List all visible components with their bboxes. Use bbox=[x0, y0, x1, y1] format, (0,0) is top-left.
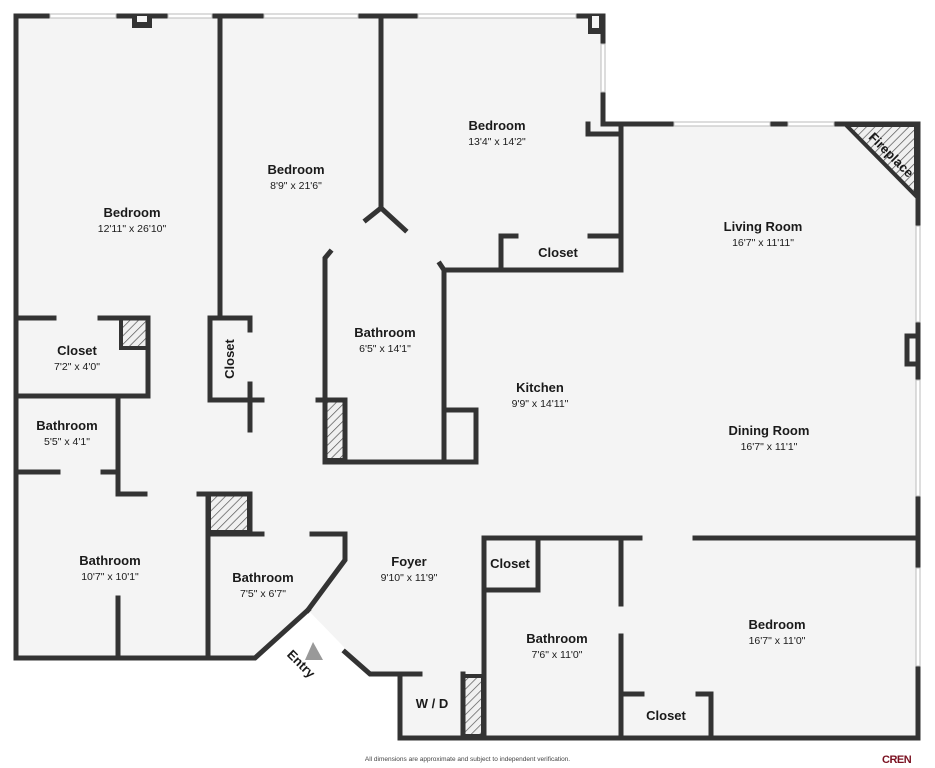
room-dimensions: 7'5" x 6'7" bbox=[240, 588, 286, 600]
room-name: Closet bbox=[490, 556, 530, 571]
room-dimensions: 6'5" x 14'1" bbox=[359, 343, 411, 355]
room-dimensions: 7'2" x 4'0" bbox=[54, 361, 100, 373]
room-name: Dining Room bbox=[729, 423, 810, 438]
room-dimensions: 16'7" x 11'11" bbox=[732, 237, 794, 249]
room-dimensions: 16'7" x 11'0" bbox=[749, 635, 806, 647]
room-name: Living Room bbox=[724, 219, 803, 234]
room-dimensions: 8'9" x 21'6" bbox=[270, 180, 322, 192]
room-dimensions: 5'5" x 4'1" bbox=[44, 436, 90, 448]
room-name: Bedroom bbox=[103, 205, 160, 220]
entry-arrow-icon bbox=[305, 642, 323, 660]
room-name: Closet bbox=[646, 708, 686, 723]
room-name: Bedroom bbox=[748, 617, 805, 632]
room-name: Closet bbox=[222, 338, 237, 378]
windows bbox=[49, 13, 921, 667]
room-dimensions: 13'4" x 14'2" bbox=[468, 136, 526, 148]
floor-area bbox=[16, 16, 918, 738]
room-name: Foyer bbox=[391, 554, 426, 569]
room-name: Bedroom bbox=[267, 162, 324, 177]
room-name: Bedroom bbox=[468, 118, 525, 133]
room-dimensions: 9'10" x 11'9" bbox=[381, 572, 438, 584]
cren-logo: CREN bbox=[882, 754, 912, 766]
room-dimensions: 7'6" x 11'0" bbox=[532, 649, 583, 661]
room-dimensions: 9'9" x 14'11" bbox=[512, 398, 569, 410]
room-dimensions: 12'11" x 26'10" bbox=[98, 223, 167, 235]
room-dimensions: 10'7" x 10'1" bbox=[81, 571, 139, 583]
room-dimensions: 16'7" x 11'1" bbox=[741, 441, 798, 453]
room-name: Bathroom bbox=[354, 325, 415, 340]
disclaimer-text: All dimensions are approximate and subje… bbox=[364, 756, 571, 763]
walls bbox=[13, 13, 921, 741]
room-name: Bathroom bbox=[526, 631, 587, 646]
room-name: Bathroom bbox=[79, 553, 140, 568]
room-name: W / D bbox=[416, 696, 449, 711]
room-name: Bathroom bbox=[36, 418, 97, 433]
room-name: Bathroom bbox=[232, 570, 293, 585]
room-name: Kitchen bbox=[516, 380, 564, 395]
room-name: Closet bbox=[538, 245, 578, 260]
room-name: Closet bbox=[57, 343, 97, 358]
